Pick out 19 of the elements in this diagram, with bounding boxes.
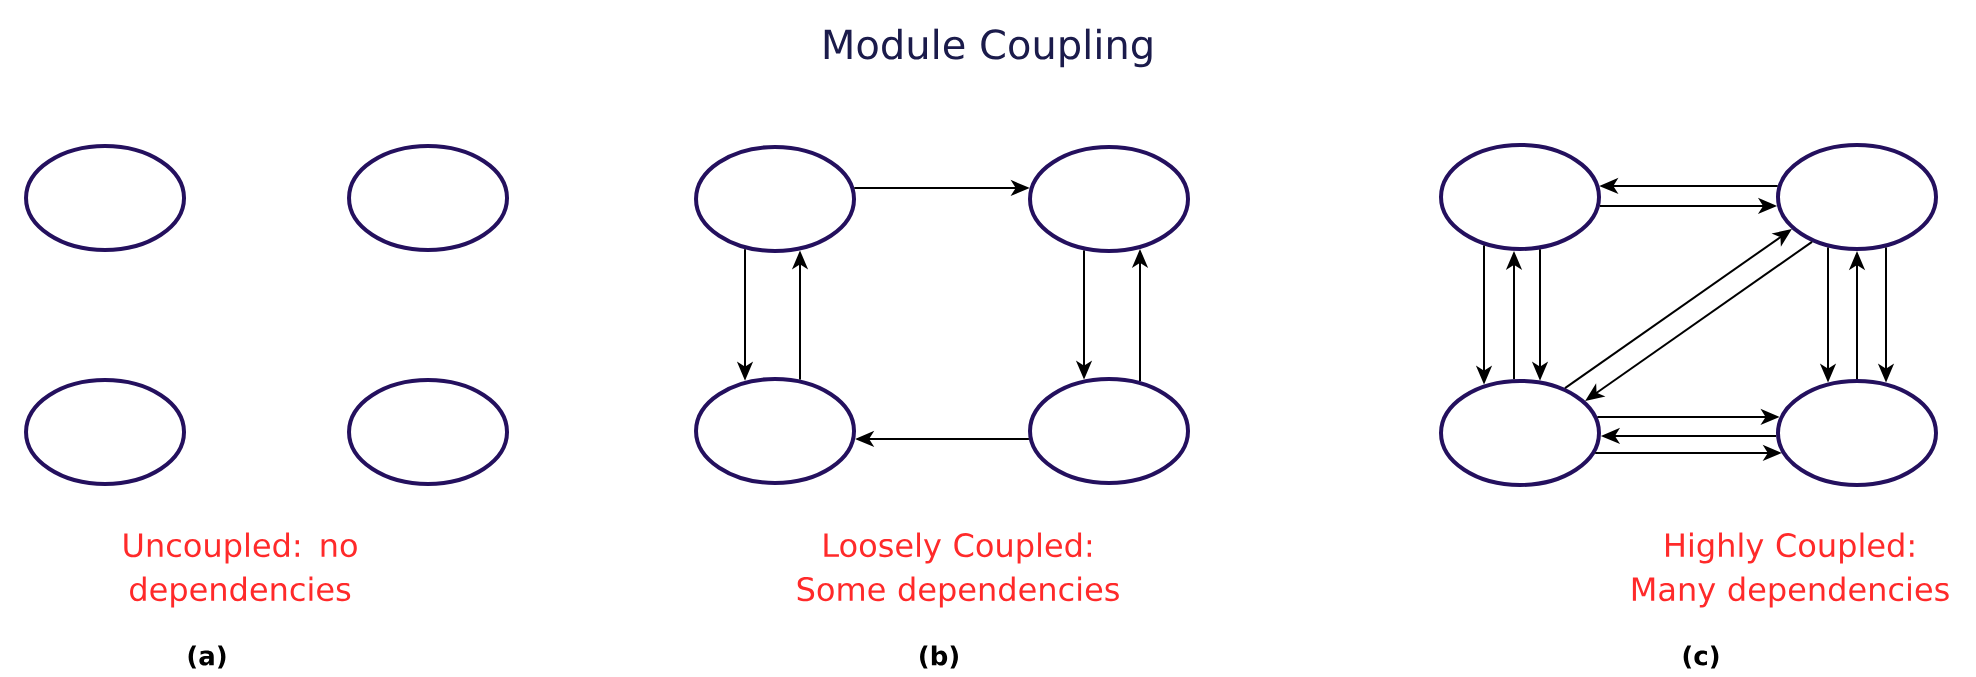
panel-label: (b): [920, 645, 958, 669]
module-circle: [24, 144, 186, 252]
module-circle: [1028, 377, 1190, 485]
module-circle: [1439, 143, 1601, 251]
panel-label: (c): [1683, 645, 1719, 669]
module-circle: [694, 145, 856, 253]
panel-label: (a): [188, 645, 226, 669]
caption: Highly Coupled: Many dependencies: [1632, 532, 1949, 608]
module-circle: [347, 144, 509, 252]
module-circle: [694, 377, 856, 485]
caption: Uncoupled: no dependencies: [124, 532, 357, 608]
module-circle: [1028, 145, 1190, 253]
module-circle: [1776, 379, 1938, 487]
title: Module Coupling: [824, 28, 1152, 68]
module-circle: [1439, 379, 1601, 487]
module-circle: [347, 378, 509, 486]
caption: Loosely Coupled: Some dependencies: [797, 532, 1119, 608]
module-circle: [1776, 143, 1938, 251]
module-circle: [24, 378, 186, 486]
